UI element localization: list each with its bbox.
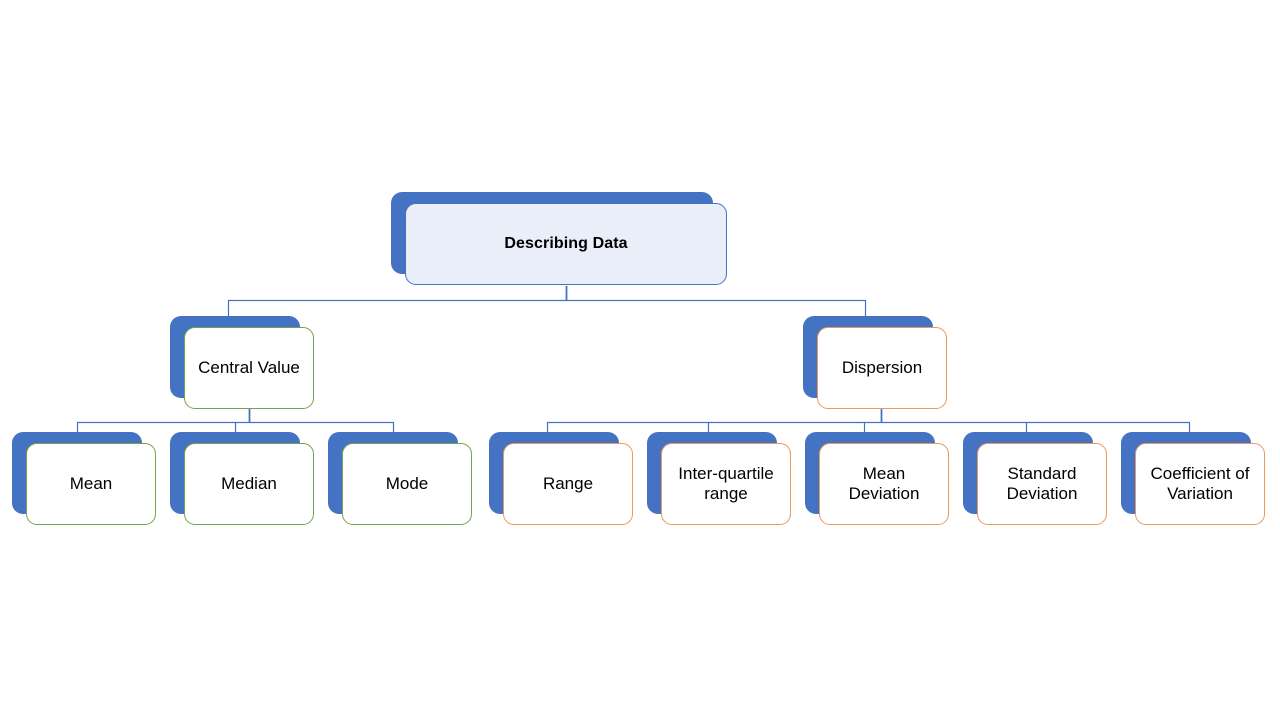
node-label: Median: [221, 473, 277, 493]
node-mean[interactable]: Mean: [12, 432, 159, 532]
node-label: Mode: [385, 473, 429, 493]
node-label: Central Value: [198, 357, 300, 377]
node-face[interactable]: Mode: [342, 443, 472, 525]
node-range[interactable]: Range: [489, 432, 636, 532]
node-face[interactable]: Dispersion: [817, 327, 947, 409]
node-standard-deviation[interactable]: Standard Deviation: [963, 432, 1110, 532]
node-face[interactable]: Central Value: [184, 327, 314, 409]
node-face[interactable]: Mean Deviation: [819, 443, 949, 525]
node-describing-data[interactable]: Describing Data: [391, 192, 731, 292]
node-median[interactable]: Median: [170, 432, 317, 532]
node-central-value[interactable]: Central Value: [170, 316, 318, 416]
node-label: Standard Deviation: [1006, 463, 1078, 503]
node-face[interactable]: Standard Deviation: [977, 443, 1107, 525]
node-label: Range: [542, 473, 594, 493]
node-mean-deviation[interactable]: Mean Deviation: [805, 432, 952, 532]
node-inter-quartile-range[interactable]: Inter-quartile range: [647, 432, 794, 532]
node-face[interactable]: Inter-quartile range: [661, 443, 791, 525]
node-face[interactable]: Describing Data: [405, 203, 727, 285]
node-face[interactable]: Coefficient of Variation: [1135, 443, 1265, 525]
node-face[interactable]: Median: [184, 443, 314, 525]
node-label: Mean: [69, 473, 113, 493]
node-label: Coefficient of Variation: [1150, 463, 1250, 503]
node-face[interactable]: Range: [503, 443, 633, 525]
node-label: Describing Data: [504, 234, 628, 252]
node-coefficient-of-variation[interactable]: Coefficient of Variation: [1121, 432, 1268, 532]
node-label: Inter-quartile range: [678, 463, 774, 503]
node-label: Dispersion: [841, 357, 923, 377]
node-dispersion[interactable]: Dispersion: [803, 316, 951, 416]
node-label: Mean Deviation: [848, 463, 920, 503]
node-face[interactable]: Mean: [26, 443, 156, 525]
node-mode[interactable]: Mode: [328, 432, 475, 532]
